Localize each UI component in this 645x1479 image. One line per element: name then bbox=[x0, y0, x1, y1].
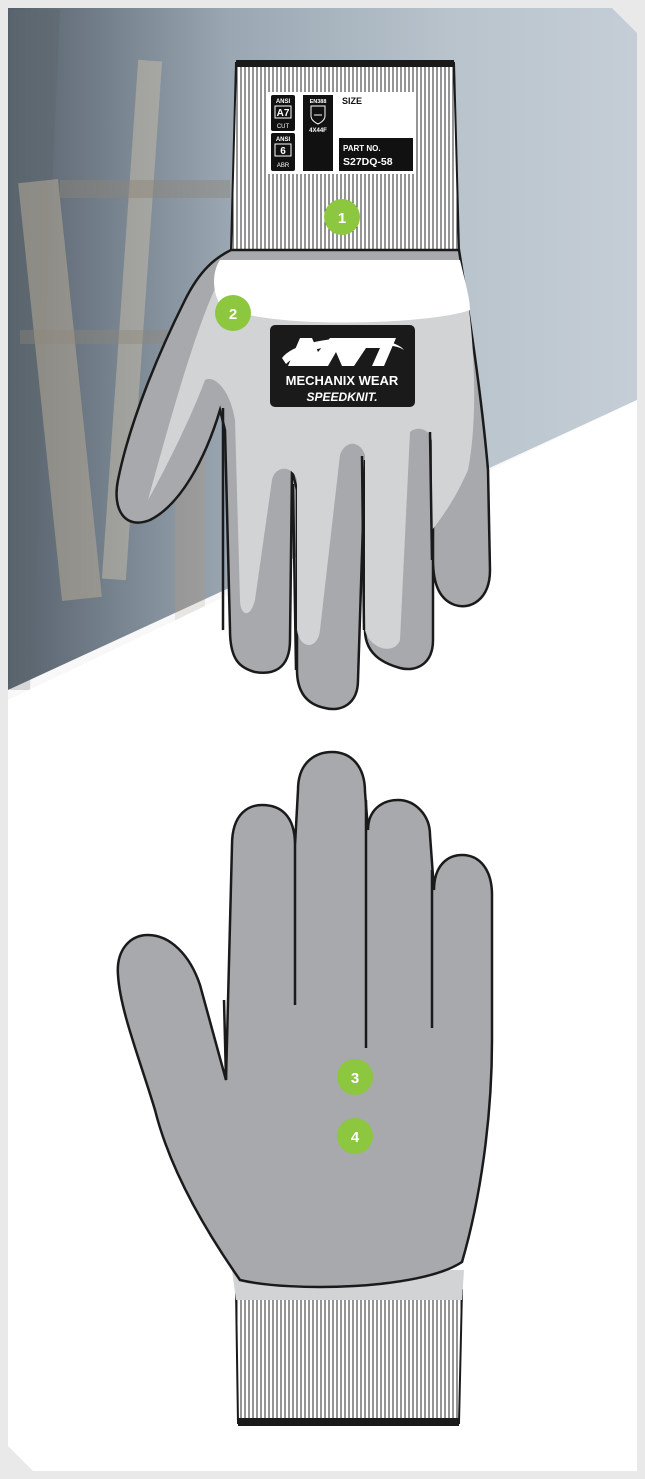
part-label: PART NO. bbox=[343, 144, 381, 153]
hotspot-3-label: 3 bbox=[351, 1070, 359, 1087]
hotspot-2[interactable]: 2 bbox=[215, 295, 251, 331]
hotspot-2-label: 2 bbox=[229, 306, 237, 323]
hotspot-1-label: 1 bbox=[338, 210, 346, 227]
en388-header: EN388 bbox=[310, 99, 327, 105]
cuff-bottom bbox=[236, 1290, 462, 1423]
ansi-cut-level: A7 bbox=[277, 108, 290, 119]
ansi-abr-level: 6 bbox=[280, 146, 286, 157]
cuff-bottom-edge bbox=[238, 1418, 459, 1426]
brand-logo: MECHANIX WEAR SPEEDKNIT. bbox=[270, 325, 415, 407]
part-number: S27DQ-58 bbox=[343, 156, 393, 168]
hotspot-4-label: 4 bbox=[351, 1129, 360, 1146]
dorsal-band bbox=[214, 260, 470, 323]
mechanix-m-icon bbox=[282, 338, 404, 366]
en388-code: 4X44F bbox=[309, 128, 327, 134]
ansi-abr-sub: ABR bbox=[277, 163, 290, 169]
hotspot-3[interactable]: 3 bbox=[337, 1059, 373, 1095]
cuff-top-edge bbox=[236, 60, 454, 67]
ansi-cut-sub: CUT bbox=[277, 124, 290, 130]
hotspot-1[interactable]: 1 bbox=[324, 199, 360, 235]
ansi-cut-header: ANSI bbox=[276, 99, 291, 105]
logo-brand-text: MECHANIX WEAR bbox=[286, 373, 399, 388]
spec-tag: ANSI A7 CUT ANSI 6 ABR EN388 4X44F SIZE … bbox=[268, 92, 416, 174]
logo-product-text: SPEEDKNIT. bbox=[306, 390, 377, 404]
hotspot-4[interactable]: 4 bbox=[337, 1118, 373, 1154]
ansi-abr-header: ANSI bbox=[276, 137, 291, 143]
size-label: SIZE bbox=[342, 96, 362, 106]
